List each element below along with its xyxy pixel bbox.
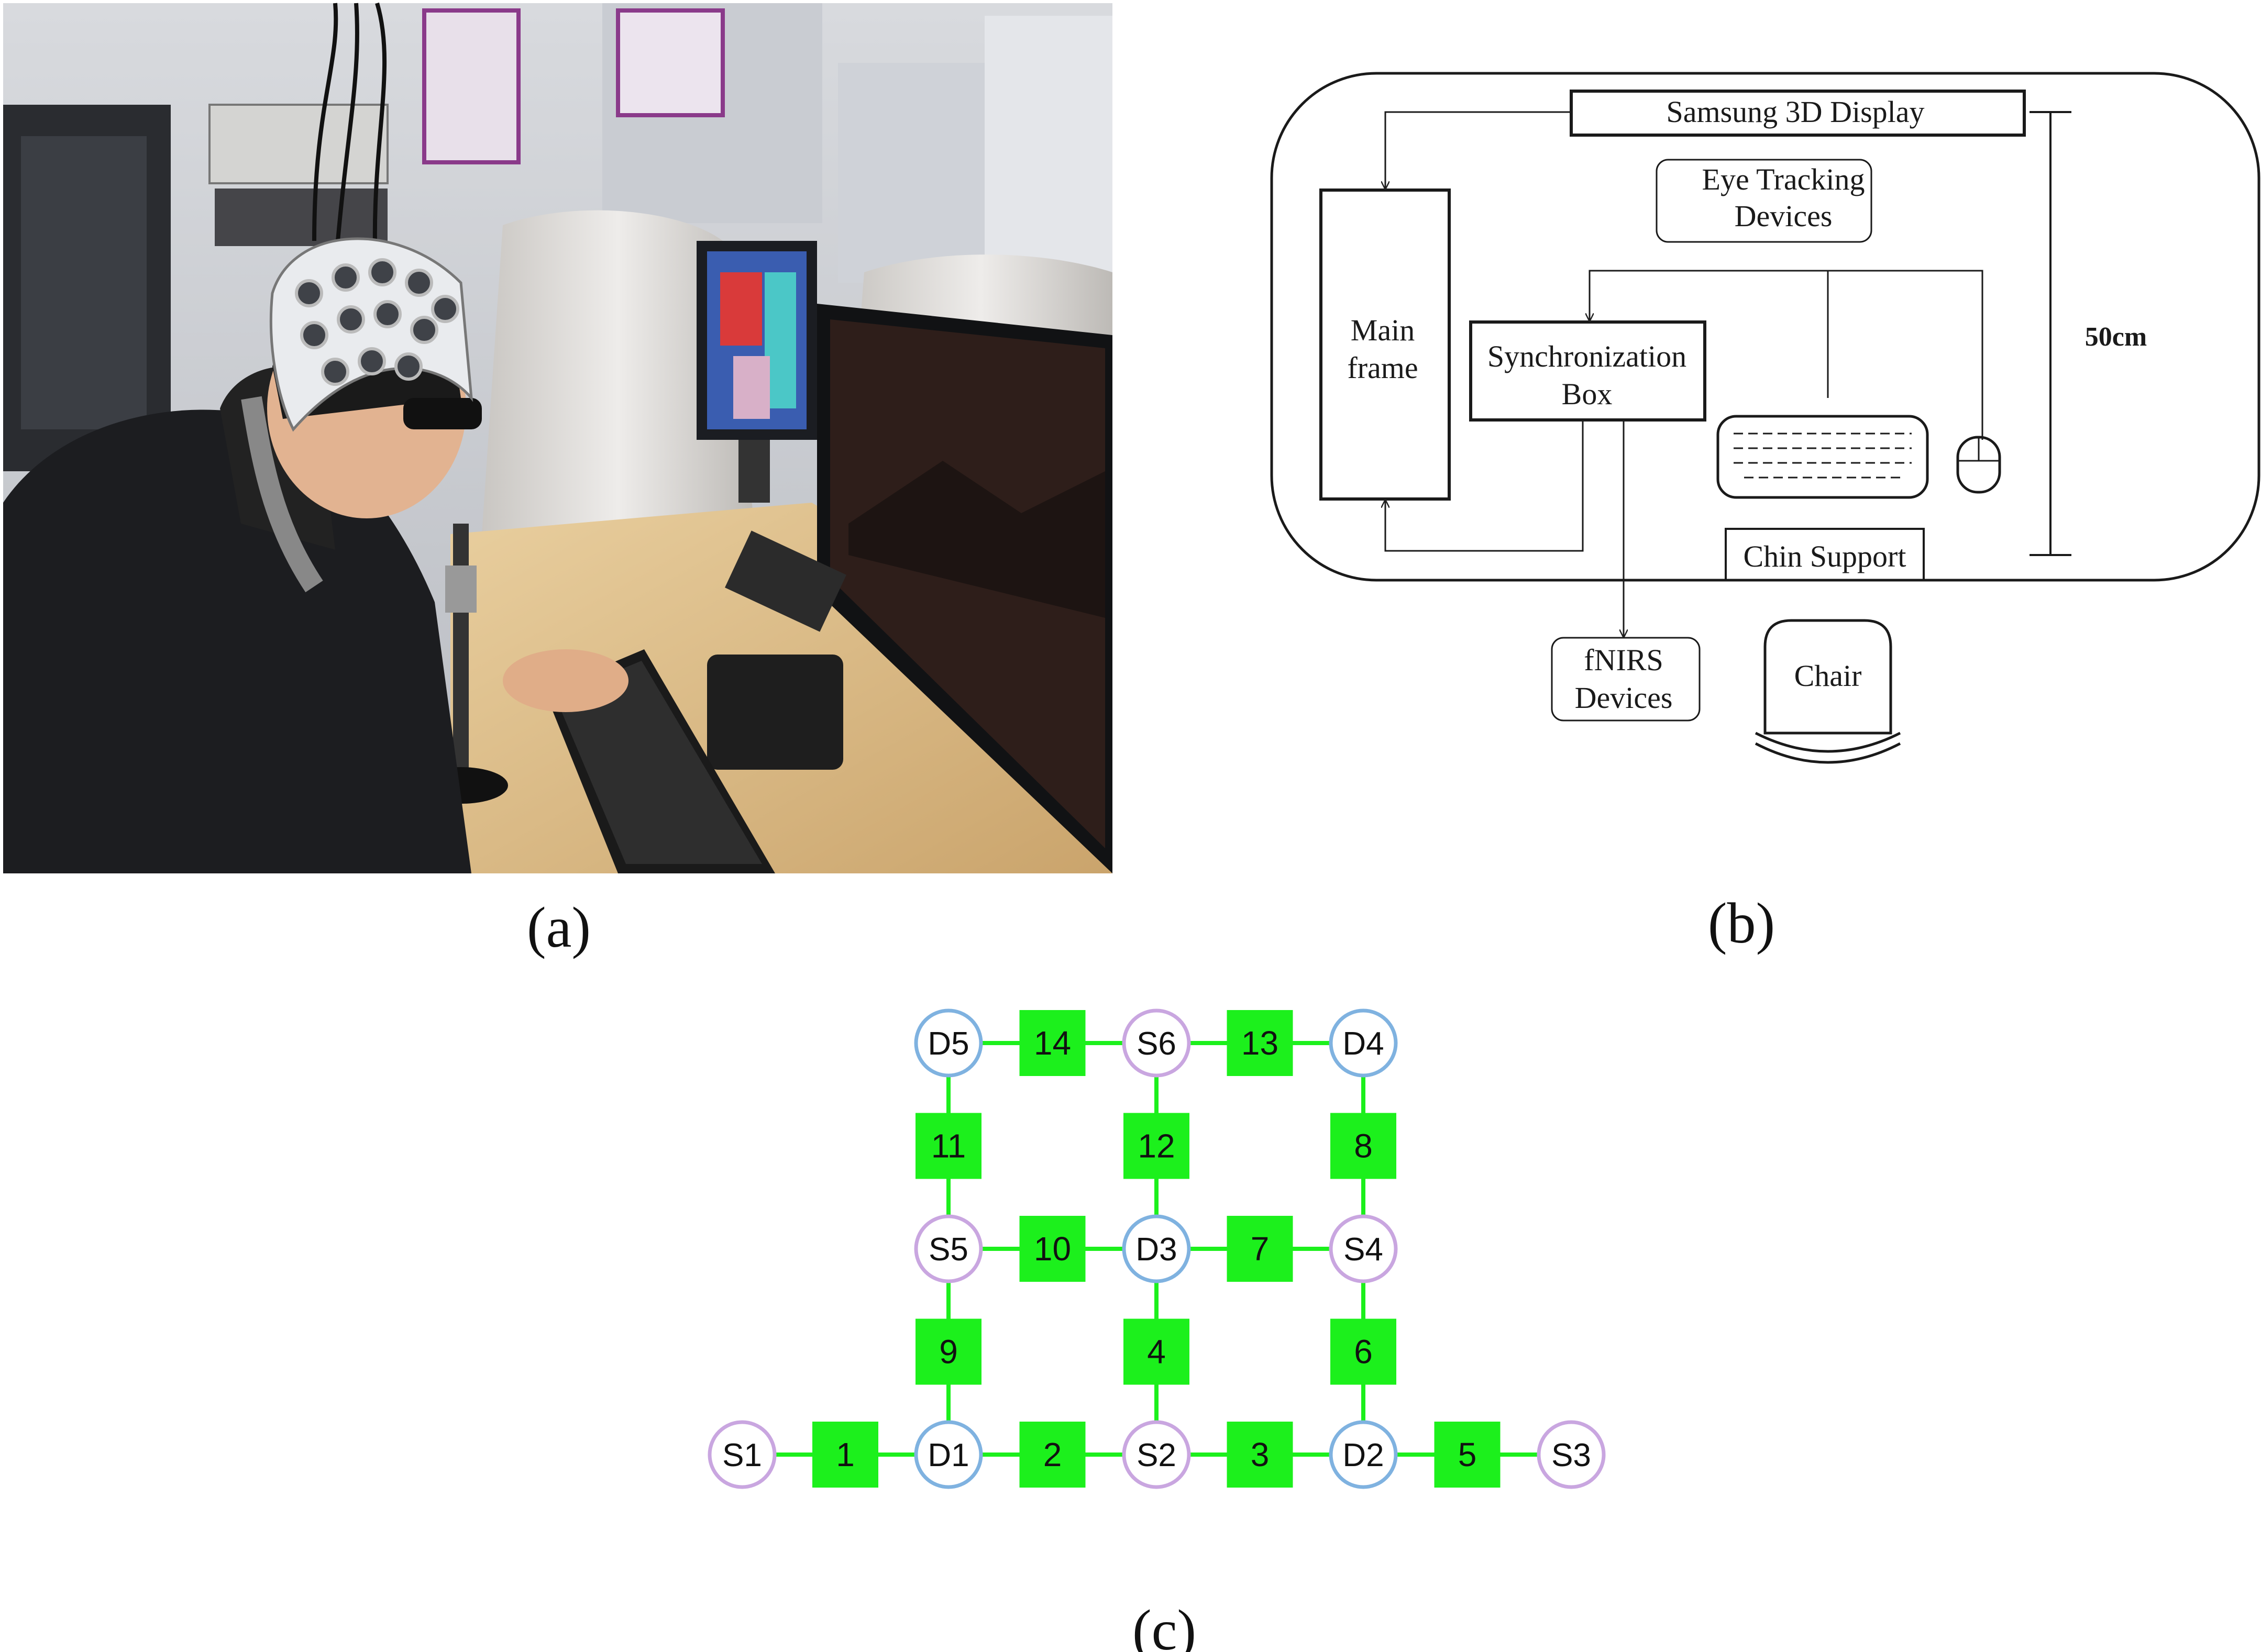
keyboard-icon xyxy=(1716,415,1929,499)
sync-box-label-2: Box xyxy=(1562,377,1613,411)
source-s4-label: S4 xyxy=(1343,1232,1383,1268)
channel-14-label: 14 xyxy=(1034,1024,1071,1062)
channel-13-square xyxy=(1227,1010,1293,1076)
channel-5-label: 5 xyxy=(1458,1436,1477,1473)
channel-9-label: 9 xyxy=(939,1333,958,1371)
samsung-3d-display-box xyxy=(1570,90,2026,137)
source-s6-label: S6 xyxy=(1137,1026,1176,1062)
channel-13-label: 13 xyxy=(1241,1024,1278,1062)
channel-10-square xyxy=(1019,1216,1086,1282)
source-s2-label: S2 xyxy=(1137,1437,1176,1473)
display-label: Samsung 3D Display xyxy=(1667,95,1925,129)
setup-labels: Samsung 3D Display Eye Tracking Devices … xyxy=(1347,95,2147,715)
channel-12-label: 12 xyxy=(1138,1127,1175,1165)
channel-7-label: 7 xyxy=(1251,1230,1270,1268)
channel-2-square xyxy=(1019,1422,1086,1488)
channel-1-label: 1 xyxy=(836,1436,855,1473)
source-s6-circle xyxy=(1122,1008,1191,1078)
chair-label: Chair xyxy=(1794,659,1862,693)
source-s4-circle xyxy=(1329,1214,1398,1283)
channel-9-square xyxy=(916,1318,981,1385)
channel-7-square xyxy=(1227,1216,1293,1282)
detector-d2-circle xyxy=(1329,1420,1398,1489)
detector-d3-label: D3 xyxy=(1135,1232,1177,1268)
channel-1-square xyxy=(812,1422,878,1488)
main-frame-label-2: frame xyxy=(1347,351,1418,385)
fnirs-label-2: Devices xyxy=(1575,681,1673,715)
channel-14-square xyxy=(1019,1010,1086,1076)
channel-6-label: 6 xyxy=(1354,1333,1373,1371)
channel-11-square xyxy=(916,1113,981,1179)
fnirs-label-1: fNIRS xyxy=(1584,643,1663,677)
channel-6-square xyxy=(1330,1318,1396,1385)
channel-11-label: 11 xyxy=(931,1127,966,1165)
source-s2-circle xyxy=(1122,1420,1191,1489)
source-s3-label: S3 xyxy=(1551,1437,1591,1473)
channel-4-square xyxy=(1123,1318,1189,1385)
channel-8-label: 8 xyxy=(1354,1127,1373,1165)
detector-d5-circle xyxy=(914,1008,983,1078)
panel-label-b: (b) xyxy=(1708,891,1775,955)
channel-3-label: 3 xyxy=(1251,1436,1270,1473)
eye-tracking-label-1: Eye Tracking xyxy=(1702,162,1865,196)
channel-10-label: 10 xyxy=(1034,1230,1071,1268)
detector-d4-label: D4 xyxy=(1342,1026,1384,1062)
panel-label-a: (a) xyxy=(527,895,591,959)
detector-d1-label: D1 xyxy=(928,1437,969,1473)
sync-box xyxy=(1469,320,1706,422)
detector-d2-label: D2 xyxy=(1342,1437,1384,1473)
mouse-icon xyxy=(1956,436,2001,494)
detector-d5-label: D5 xyxy=(928,1026,969,1062)
main-frame-box xyxy=(1319,189,1451,501)
sync-box-label-1: Synchronization xyxy=(1487,339,1686,373)
source-s5-circle xyxy=(914,1214,983,1283)
channel-8-square xyxy=(1330,1113,1396,1179)
distance-label: 50cm xyxy=(2085,322,2147,352)
source-s3-circle xyxy=(1537,1420,1606,1489)
source-s5-label: S5 xyxy=(929,1232,968,1268)
source-s1-circle xyxy=(708,1420,777,1489)
chair-icon xyxy=(1755,619,1901,764)
chin-support-box xyxy=(1725,528,1925,581)
fnirs-devices-box xyxy=(1551,637,1701,722)
panel-label-c: (c) xyxy=(1132,1598,1196,1652)
detector-d4-circle xyxy=(1329,1008,1398,1078)
eye-tracking-label-2: Devices xyxy=(1735,199,1833,233)
detector-d1-circle xyxy=(914,1420,983,1489)
panel-labels: (a) (b) (c) xyxy=(527,891,1775,1652)
lab-photo xyxy=(3,2,1112,873)
chin-support-label: Chin Support xyxy=(1744,539,1906,573)
eye-tracking-box xyxy=(1656,159,1872,243)
channel-12-square xyxy=(1123,1113,1189,1179)
setup-diagram xyxy=(1270,72,2260,764)
source-s1-label: S1 xyxy=(722,1437,762,1473)
channel-2-label: 2 xyxy=(1043,1436,1062,1473)
channel-3-square xyxy=(1227,1422,1293,1488)
main-frame-label-1: Main xyxy=(1351,313,1415,347)
detector-d3-circle xyxy=(1122,1214,1191,1283)
channel-4-label: 4 xyxy=(1147,1333,1166,1371)
channel-5-square xyxy=(1434,1422,1501,1488)
